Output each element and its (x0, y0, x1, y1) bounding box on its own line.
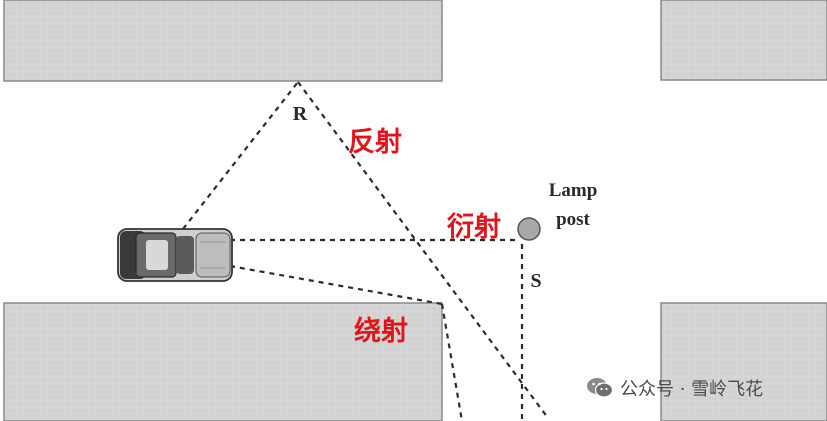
diffraction-path-to-corner (229, 264, 443, 306)
watermark-text: 公众号 · 雪岭飞花 (620, 379, 764, 400)
detour-label: 绕射 (354, 315, 408, 347)
scatter-point-label: S (530, 270, 541, 292)
diffraction-label: 衍射 (447, 212, 501, 243)
lamp-post (517, 217, 541, 241)
lamp-post-label-line1: Lamp (549, 180, 598, 201)
lamp-post-label-line2: post (556, 209, 590, 230)
reflection-path-up (182, 81, 299, 230)
reflection-point-label: R (293, 103, 308, 125)
diffraction-path-down (440, 303, 464, 421)
reflection-label: 反射 (348, 127, 402, 158)
watermark: 公众号 · 雪岭飞花 (586, 374, 763, 402)
building-bottom-right (660, 302, 827, 421)
car (117, 228, 233, 282)
wechat-icon (587, 378, 614, 398)
building-top-left (3, 0, 443, 82)
building-bottom-left (3, 302, 443, 421)
building-top-right (660, 0, 827, 81)
